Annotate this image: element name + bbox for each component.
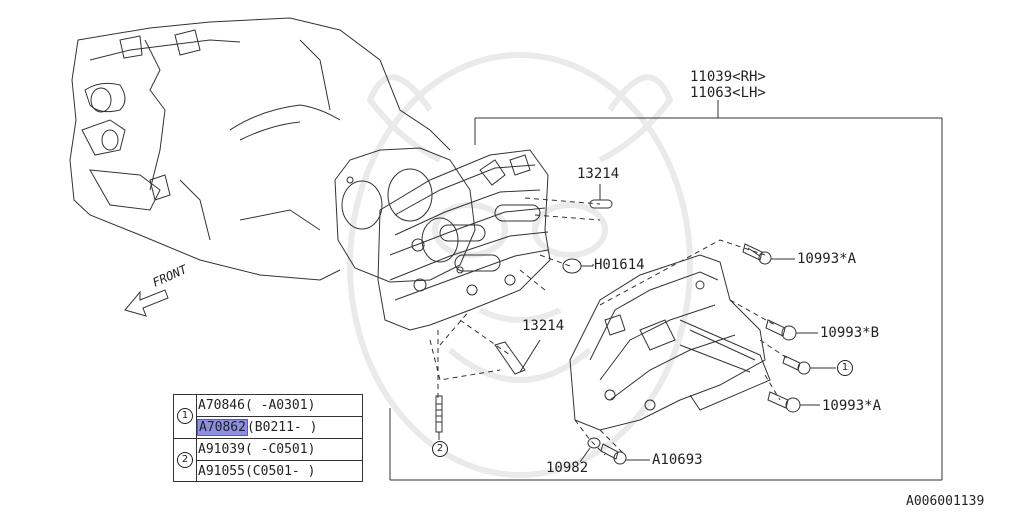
- callout-plug: H01614: [594, 257, 645, 273]
- stud-bolt: [435, 395, 443, 440]
- camshaft-carrier: [569, 254, 771, 431]
- callout-pin-upper: 13214: [577, 166, 620, 182]
- callout-bolt-a10693: A10693: [652, 452, 703, 468]
- part-number[interactable]: A91055: [198, 464, 245, 479]
- leader-guides: [429, 197, 791, 456]
- plug: [562, 258, 593, 274]
- callout-bolt-a-top: 10993*A: [797, 251, 857, 267]
- part-number[interactable]: A91039: [198, 442, 245, 457]
- part-range: (B0211- ): [246, 420, 318, 435]
- part-number-highlighted[interactable]: A70862: [197, 419, 248, 436]
- callout-head-rh: 11039<RH>: [690, 69, 766, 85]
- table-group-marker-1: 1: [177, 408, 193, 424]
- callout-bolt-b: 10993*B: [820, 325, 880, 341]
- cylinder-head: [377, 149, 551, 331]
- table-row: A91055(C0501- ): [196, 461, 362, 483]
- table-group-marker-2: 2: [177, 452, 193, 468]
- bolt-10993-a-bottom: [767, 391, 820, 413]
- table-row: A91039( -C0501): [196, 439, 362, 461]
- bolt-ref-1: [782, 355, 836, 375]
- bolt-10993-b: [765, 319, 818, 341]
- assembly-bracket: [389, 100, 943, 481]
- callout-head-lh: 11063<LH>: [690, 85, 766, 101]
- bolt-10993-a-top: [742, 243, 795, 265]
- table-row: A70846( -A0301): [196, 395, 362, 417]
- table-group-divider: [174, 438, 196, 439]
- part-range: (C0501- ): [244, 464, 316, 479]
- dowel-pin-upper: [589, 190, 613, 209]
- callout-washer: 10982: [546, 460, 589, 476]
- callout-pin-lower: 13214: [522, 318, 565, 334]
- part-range: ( -C0501): [244, 442, 316, 457]
- image-code: A006001139: [906, 494, 985, 509]
- dowel-pin-lower: [494, 339, 541, 375]
- parts-reference-table: 1 2 A70846( -A0301) A70862(B0211- ) A910…: [173, 394, 363, 482]
- part-range: ( -A0301): [244, 398, 316, 413]
- head-gasket: [334, 147, 476, 283]
- washer-10982: [579, 437, 601, 463]
- callout-ref-2: 2: [432, 441, 448, 457]
- engine-block: [69, 17, 451, 281]
- front-arrow: [124, 289, 169, 317]
- callout-ref-1: 1: [837, 360, 853, 376]
- callout-bolt-a-bottom: 10993*A: [822, 398, 882, 414]
- bolt-a10693: [600, 443, 650, 465]
- table-row: A70862(B0211- ): [196, 417, 362, 439]
- part-number[interactable]: A70846: [198, 398, 245, 413]
